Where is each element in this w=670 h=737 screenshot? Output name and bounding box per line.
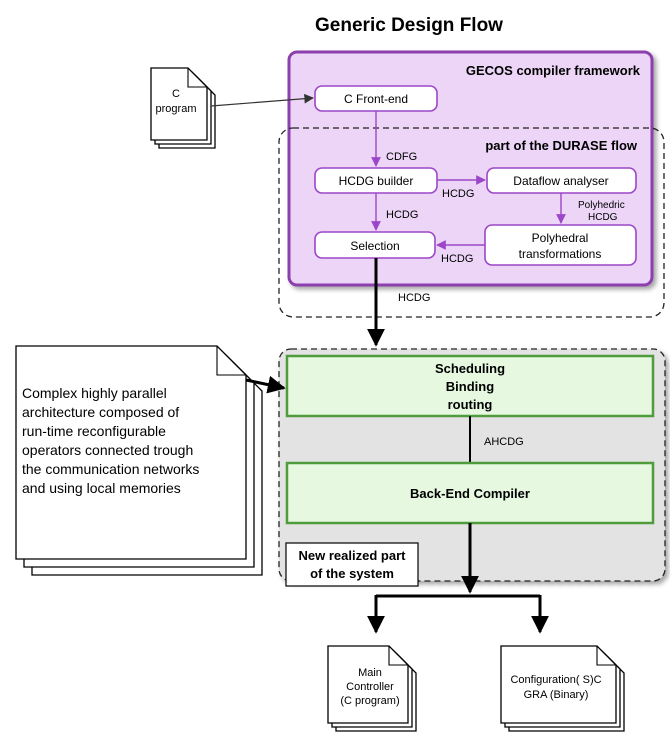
new-realized-part-line1: New realized part <box>299 548 407 563</box>
arrow-architecture-to-scheduling <box>245 375 286 394</box>
back-end-compiler-label: Back-End Compiler <box>410 486 530 501</box>
edge-label-hcdg-down: HCDG <box>386 209 418 221</box>
c-program-label-line1: C <box>172 88 180 100</box>
architecture-line-1: Complex highly parallel <box>22 385 167 401</box>
edge-label-cdfg: CDFG <box>386 151 417 163</box>
diagram-title: Generic Design Flow <box>315 15 503 36</box>
polyhedral-label-line1: Polyhedral <box>532 231 589 245</box>
main-controller-line2: Controller <box>346 681 394 693</box>
edge-label-polyhedric-line1: Polyhedric <box>578 200 625 211</box>
main-controller-document <box>327 645 417 732</box>
configuration-line1: Configuration( S)C <box>510 674 601 686</box>
architecture-line-6: and using local memories <box>22 480 181 496</box>
selection-label: Selection <box>350 239 399 253</box>
architecture-line-3: run-time reconfigurable <box>22 423 166 439</box>
architecture-line-2: architecture composed of <box>22 404 179 420</box>
durase-flow-title: part of the DURASE flow <box>485 138 638 153</box>
architecture-line-5: the communication networks <box>22 461 199 477</box>
arrow-c-to-frontend <box>210 93 314 107</box>
routing-label: routing <box>448 397 493 412</box>
hcdg-builder-label: HCDG builder <box>339 174 414 188</box>
new-realized-part-box <box>285 542 419 587</box>
dataflow-analyser-label: Dataflow analyser <box>513 174 608 188</box>
binding-label: Binding <box>446 379 494 394</box>
new-realized-part-line2: of the system <box>310 566 394 581</box>
edge-label-hcdg-right: HCDG <box>442 188 474 200</box>
edge-label-polyhedric-line2: HCDG <box>588 212 618 223</box>
edge-label-ahcdg: AHCDG <box>484 436 524 448</box>
c-program-label-line2: program <box>156 103 197 115</box>
scheduling-label: Scheduling <box>435 361 505 376</box>
durase-flow-region <box>278 127 665 318</box>
configuration-document <box>500 645 625 732</box>
polyhedral-label-line2: transformations <box>519 247 602 261</box>
scheduling-binding-routing-box <box>285 354 655 418</box>
c-front-end-label: C Front-end <box>344 92 408 106</box>
edge-label-hcdg-left: HCDG <box>441 253 473 265</box>
configuration-line2: GRA (Binary) <box>524 689 589 701</box>
architecture-document <box>15 345 263 576</box>
main-controller-line1: Main <box>358 667 382 679</box>
main-controller-line3: (C program) <box>340 695 399 707</box>
c-program-document <box>150 67 216 149</box>
edge-label-hcdg-out: HCDG <box>398 292 430 304</box>
architecture-line-4: operators connected trough <box>22 442 193 458</box>
gecos-framework-title: GECOS compiler framework <box>466 63 641 78</box>
